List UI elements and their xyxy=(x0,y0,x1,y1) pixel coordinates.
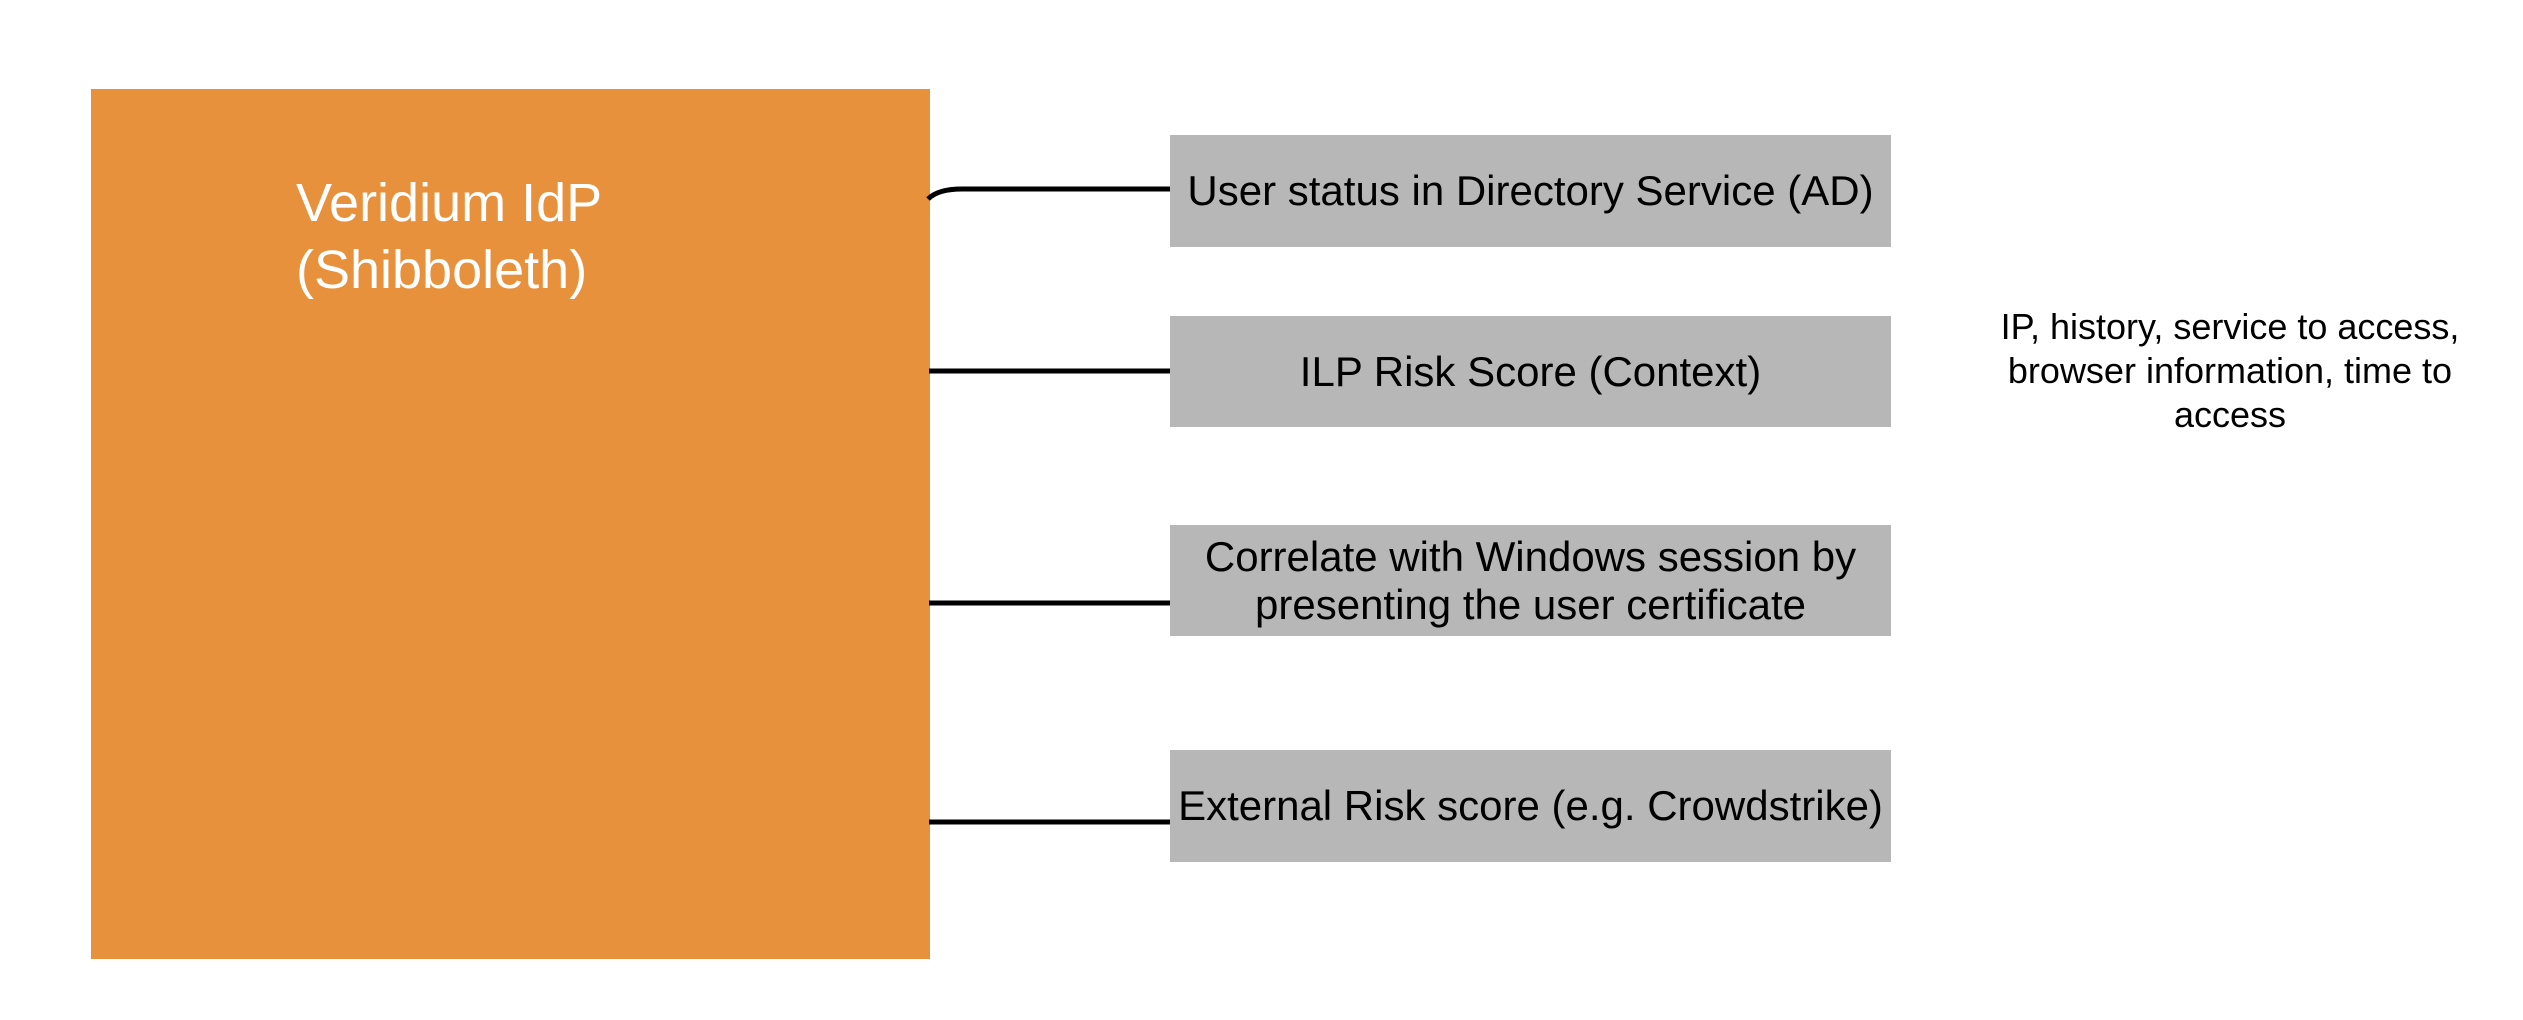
source-box-windows-session: Correlate with Windows session by presen… xyxy=(1170,525,1891,636)
idp-title-line-2: (Shibboleth) xyxy=(296,240,588,300)
source-box-user-status: User status in Directory Service (AD) xyxy=(1170,135,1891,247)
source-box-windows-session-label: Correlate with Windows session by presen… xyxy=(1204,532,1857,628)
source-box-user-status-label: User status in Directory Service (AD) xyxy=(1187,167,1874,214)
source-box-ilp-risk-score-label: ILP Risk Score (Context) xyxy=(1299,347,1762,395)
idp-box-title: Veridium IdP (Shibboleth) xyxy=(296,170,602,304)
source-box-ilp-risk-score: ILP Risk Score (Context) xyxy=(1170,316,1891,427)
idp-title-line-1: Veridium IdP xyxy=(296,173,603,233)
connector-line-user-status xyxy=(926,186,1170,201)
context-annotation: IP, history, service to access, browser … xyxy=(2000,306,2460,435)
source-box-external-risk-label: External Risk score (e.g. Crowdstrike) xyxy=(1178,782,1883,829)
veridium-idp-box: Veridium IdP (Shibboleth) xyxy=(91,89,930,959)
source-box-external-risk: External Risk score (e.g. Crowdstrike) xyxy=(1170,750,1891,862)
